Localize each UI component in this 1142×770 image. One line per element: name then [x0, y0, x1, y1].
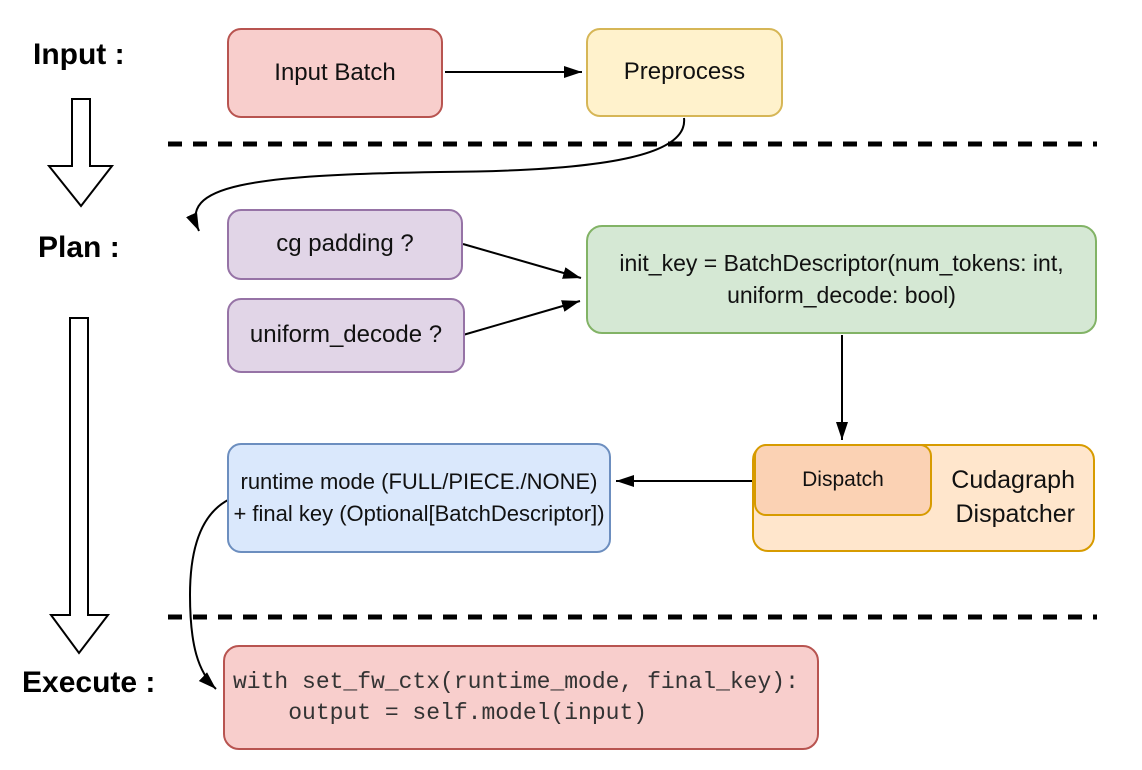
dispatch-node: Dispatch [754, 444, 932, 516]
uniform-decode-label: uniform_decode ? [249, 321, 443, 349]
arrow-uniform-decode-to-init-key [462, 300, 581, 336]
init-key-line2: uniform_decode: bool) [727, 281, 956, 308]
cudagraph-dispatcher-line1: Cudagraph [951, 466, 1075, 495]
input-batch-node: Input Batch [227, 28, 443, 118]
execute-code-line2: output = self.model(input) [233, 699, 648, 726]
plan-to-execute-arrow [49, 317, 111, 655]
preprocess-label: Preprocess [623, 58, 746, 86]
input-batch-label: Input Batch [274, 58, 396, 86]
execute-code-line1: with set_fw_ctx(runtime_mode, final_key)… [233, 669, 799, 696]
arrow-cg-padding-to-init-key [462, 243, 582, 279]
cg-padding-label: cg padding ? [276, 230, 414, 258]
execute-code-node: with set_fw_ctx(runtime_mode, final_key)… [223, 645, 819, 750]
init-key-node: init_key = BatchDescriptor(num_tokens: i… [586, 225, 1097, 334]
runtime-result-node: runtime mode (FULL/PIECE./NONE) + final … [227, 443, 611, 553]
dispatch-label: Dispatch [802, 467, 884, 491]
execute-phase-label: Execute : [22, 666, 156, 699]
runtime-result-line1: runtime mode (FULL/PIECE./NONE) [240, 469, 598, 495]
cg-padding-node: cg padding ? [227, 209, 463, 280]
plan-phase-label: Plan : [38, 231, 120, 264]
input-phase-label: Input : [33, 38, 125, 71]
init-key-line1: init_key = BatchDescriptor(num_tokens: i… [619, 250, 1064, 277]
preprocess-node: Preprocess [586, 28, 783, 117]
cudagraph-dispatcher-line2: Dispatcher [955, 500, 1076, 528]
uniform-decode-node: uniform_decode ? [227, 298, 465, 373]
runtime-result-line2: + final key (Optional[BatchDescriptor]) [233, 501, 605, 526]
input-to-plan-arrow [46, 98, 115, 208]
